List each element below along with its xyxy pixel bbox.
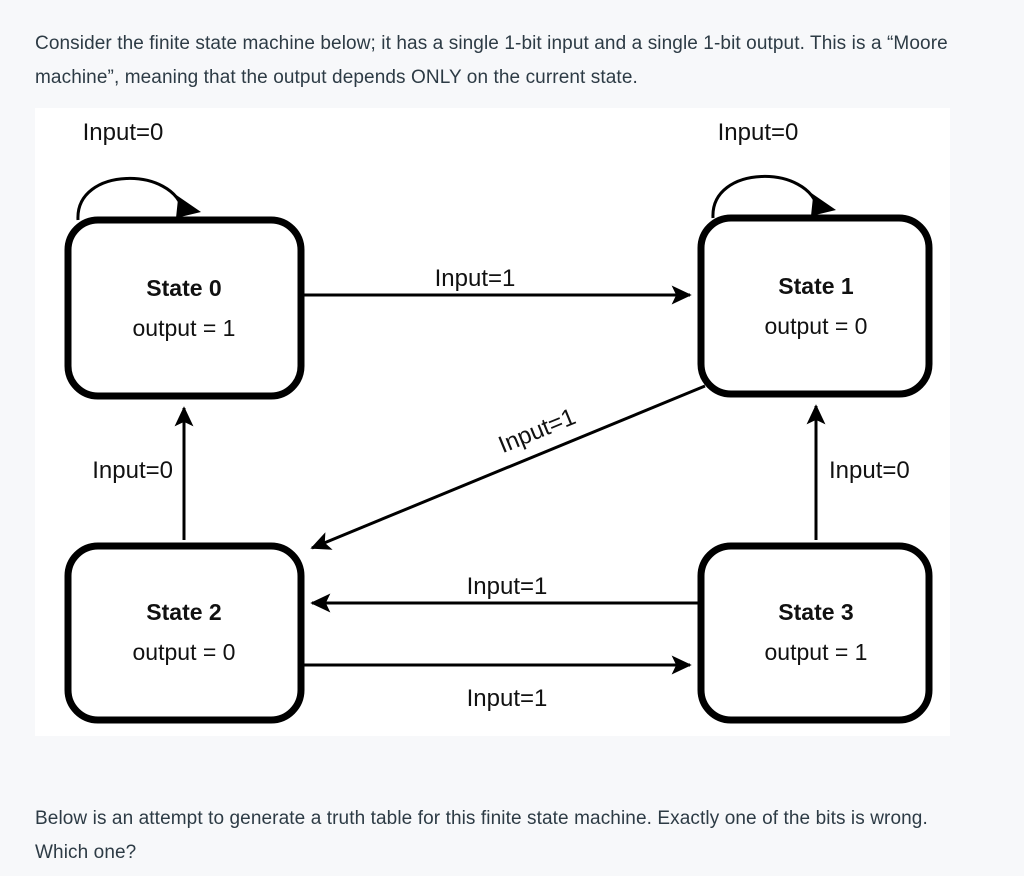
transition-s0-self-loop-arrowhead — [169, 190, 201, 218]
state-node-state-1[interactable]: State 1 output = 0 — [697, 214, 933, 398]
transition-s1-self-loop-path — [711, 174, 820, 219]
transition-s1-to-s2: Input=1 — [310, 384, 706, 550]
fsm-diagram: Input=0 Input=1 Input=0 Input=1 Inp — [64, 119, 933, 724]
fsm-diagram-panel: Input=0 Input=1 Input=0 Input=1 Inp — [35, 108, 950, 736]
transition-s0-to-s1: Input=1 — [301, 265, 692, 305]
transition-label-s0-self: Input=0 — [83, 119, 164, 146]
transition-s1-self-loop: Input=0 — [711, 119, 836, 219]
transition-s2-to-s0: Input=0 — [92, 406, 194, 540]
transition-s0-self-loop: Input=0 — [76, 119, 201, 221]
state-1-output: output = 0 — [765, 313, 868, 339]
state-2-output: output = 0 — [133, 639, 236, 665]
transition-s1-to-s2-path — [310, 384, 706, 550]
transition-label-s3-to-s1: Input=0 — [829, 457, 910, 484]
transition-label-s2-to-s0: Input=0 — [92, 457, 173, 484]
state-node-state-0[interactable]: State 0 output = 1 — [64, 216, 305, 400]
state-1-box[interactable] — [697, 214, 933, 398]
transition-label-s1-to-s2: Input=1 — [495, 403, 580, 459]
transition-label-s1-self: Input=0 — [718, 119, 799, 146]
intro-text: Consider the finite state machine below;… — [35, 33, 948, 88]
transition-s2-to-s3: Input=1 — [302, 655, 692, 712]
state-2-box[interactable] — [64, 542, 305, 724]
transition-s1-self-loop-arrowhead — [804, 188, 836, 216]
state-0-output: output = 1 — [133, 315, 236, 341]
transition-label-s2-to-s3: Input=1 — [467, 685, 548, 712]
state-1-name: State 1 — [778, 273, 854, 299]
state-node-state-3[interactable]: State 3 output = 1 — [697, 542, 933, 724]
state-3-output: output = 1 — [765, 639, 868, 665]
state-3-box[interactable] — [697, 542, 933, 724]
transition-s0-self-loop-path — [76, 176, 185, 221]
state-3-name: State 3 — [778, 599, 853, 625]
state-2-name: State 2 — [146, 599, 221, 625]
state-0-box[interactable] — [64, 216, 305, 400]
transition-label-s3-to-s2: Input=1 — [467, 573, 548, 600]
transition-s3-to-s1: Input=0 — [806, 404, 910, 540]
transition-s3-to-s2: Input=1 — [310, 573, 701, 613]
state-node-state-2[interactable]: State 2 output = 0 — [64, 542, 305, 724]
state-0-name: State 0 — [146, 275, 221, 301]
closing-text: Below is an attempt to generate a truth … — [35, 808, 928, 863]
transition-label-s0-to-s1: Input=1 — [435, 265, 516, 292]
